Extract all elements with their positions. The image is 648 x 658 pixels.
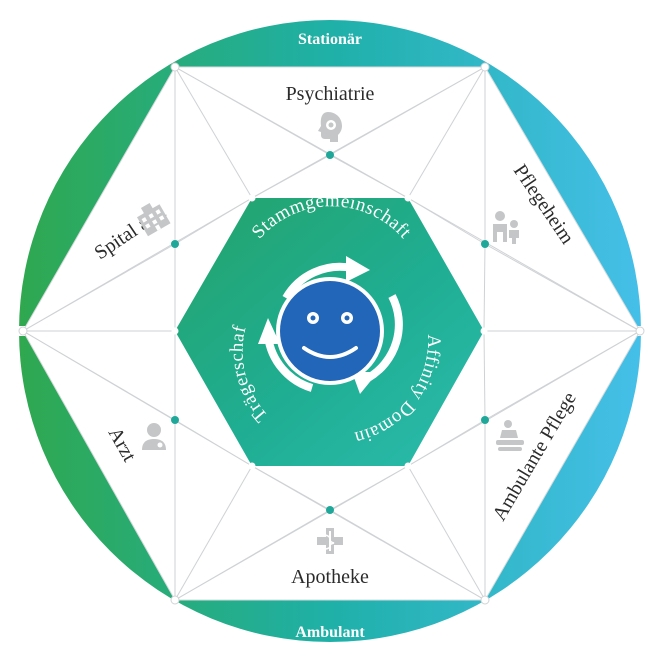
band-label-ambulant: Ambulant bbox=[295, 624, 365, 641]
outer-vertex-nodes bbox=[18, 62, 645, 605]
cycle-arrow-top bbox=[282, 262, 353, 301]
caregiver-icon bbox=[493, 211, 519, 244]
grid-lines bbox=[22, 66, 641, 601]
hospital-building-icon bbox=[137, 203, 171, 237]
segment-label-psychiatrie: Psychiatrie bbox=[286, 83, 375, 105]
caduceus-icon bbox=[317, 528, 343, 554]
segment-nodes bbox=[171, 151, 489, 514]
cycle-arrowheads bbox=[258, 256, 378, 394]
smiley-face-icon bbox=[276, 277, 384, 385]
inner-vertex-nodes bbox=[171, 194, 488, 470]
head-profile-icon bbox=[318, 112, 342, 142]
cycle-arrow-right bbox=[365, 294, 403, 382]
doctor-icon bbox=[142, 423, 166, 450]
segment-label-apotheke: Apotheke bbox=[291, 566, 369, 588]
home-care-icon bbox=[496, 420, 524, 451]
band-label-stationaer: Stationär bbox=[298, 31, 362, 48]
